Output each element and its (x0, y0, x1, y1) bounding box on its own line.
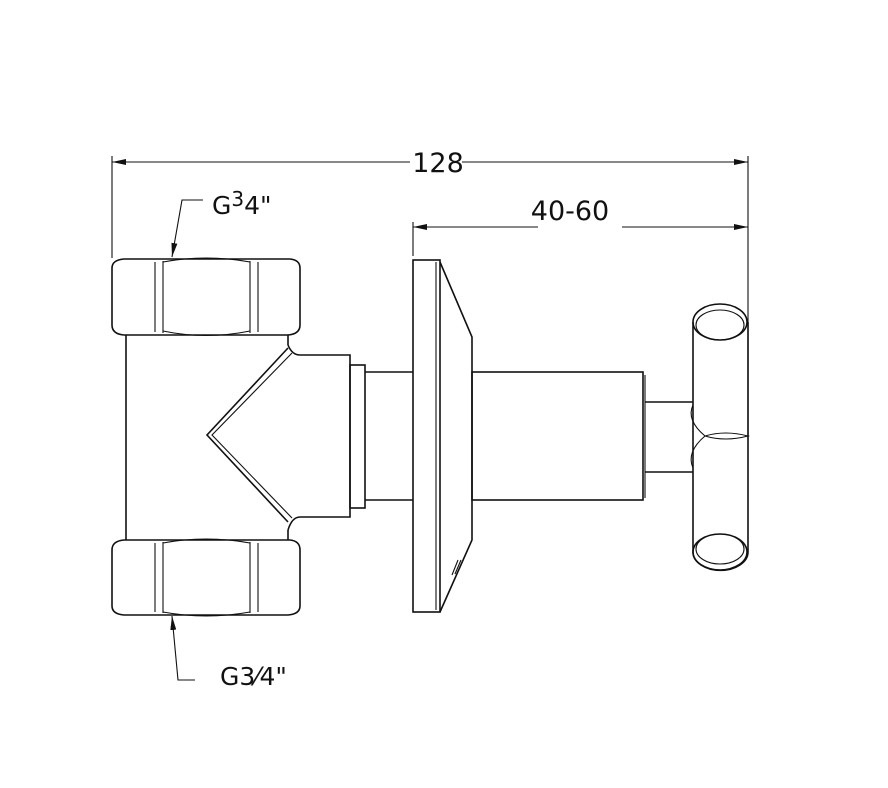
spindle-sleeve (471, 371, 693, 501)
dimension-128: 128 (111, 148, 749, 440)
dimension-40-60-label: 40-60 (531, 196, 609, 227)
top-hex-nut (111, 257, 301, 337)
bottom-thread-callout: G3⁄4" (170, 615, 287, 691)
bottom-hex-nut (111, 538, 301, 617)
cross-handle (690, 303, 751, 572)
bottom-thread-label: G3⁄4" (220, 662, 287, 691)
top-thread-callout: G34" (171, 187, 272, 258)
wall-flange (412, 259, 473, 613)
top-thread-label: G34" (212, 187, 272, 220)
dimension-40-60: 40-60 (412, 196, 748, 256)
valve-body (125, 335, 413, 540)
dimension-128-label: 128 (412, 148, 464, 179)
